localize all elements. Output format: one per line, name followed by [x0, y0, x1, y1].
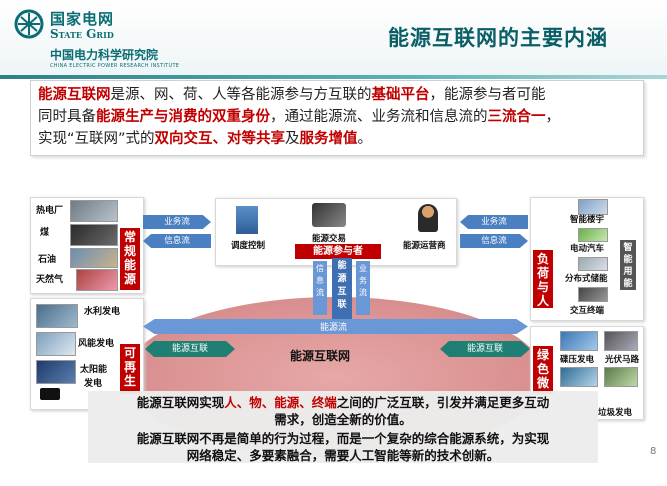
energy-flow-label: 能源流 [320, 323, 348, 333]
vertical-char: 联 [337, 300, 347, 310]
intro-text-run: ，通过能源流、业务流和信息流的 [270, 109, 488, 125]
energy-participant-label: 能源参与者 [295, 244, 381, 259]
summary-text-run: 能源互联网不再是简单的行为过程，而是一个复杂的综合能源系统，为实现 [136, 431, 550, 446]
micro-grid-photo [560, 367, 598, 387]
terminal-photo [578, 287, 608, 302]
summary-paragraph-1: 能源互联网实现人、物、能源、终端之间的广泛互联，引发并满足更多互动 需求，创造全… [92, 394, 594, 428]
brand-name: 国家电网 [50, 10, 115, 28]
load-item: 电动汽车 [570, 244, 605, 254]
institute-name: 中国电力科学研究院 [50, 48, 159, 62]
pressure-gen-photo [560, 331, 598, 351]
intro-text-run: 。 [357, 131, 373, 147]
vertical-char: 流 [359, 288, 367, 297]
title-divider [0, 75, 667, 79]
summary-box [88, 391, 598, 463]
business-flow-vertical: 业 务 流 [356, 261, 370, 315]
ev-photo [578, 228, 608, 242]
business-flow-arrow-right: 业务流 [460, 215, 528, 229]
load-item: 智能楼宇 [570, 215, 605, 225]
energy-internet-label: 能源互联网 [290, 349, 351, 363]
brand-name-en: State Grid [50, 27, 114, 41]
business-flow-arrow-left: 业务流 [143, 215, 211, 229]
interconnect-arrow-left: 能源互联 [145, 341, 235, 357]
intro-highlight: 基础平台 [371, 87, 430, 103]
intro-text-run: 实现“互联网”式的 [38, 131, 155, 147]
center-item: 能源运营商 [403, 241, 446, 251]
vertical-char: 源 [337, 274, 347, 284]
vertical-char: 互 [337, 287, 347, 297]
load-label: 负荷与人 [533, 250, 553, 308]
intro-text-run: 同时具备 [38, 109, 96, 125]
vertical-char: 务 [359, 276, 367, 285]
storage-photo [578, 257, 608, 271]
intro-text-run: ，能源参与者可能 [429, 87, 546, 103]
conventional-item: 煤 [40, 228, 50, 238]
institute-name-en: CHINA ELECTRIC POWER RESEARCH INSTITUTE [50, 63, 180, 69]
gas-photo [76, 269, 118, 291]
vertical-char: 息 [316, 276, 324, 285]
intro-text-run: 及 [285, 131, 300, 147]
load-item: 分布式储能 [565, 274, 608, 284]
energy-flow-bar [143, 319, 528, 334]
info-flow-vertical: 信 息 流 [313, 261, 327, 315]
info-flow-arrow-right: 信息流 [460, 234, 528, 248]
load-item: 交互终端 [570, 306, 605, 316]
conventional-item: 石油 [38, 255, 57, 265]
intro-text-run: 是源、网、荷、人等各能源参与方互联的 [110, 87, 372, 103]
conventional-item: 热电厂 [36, 206, 64, 216]
summary-text-run: 能源互联网实现 [136, 395, 225, 410]
oil-photo [70, 248, 118, 268]
intro-text: 能源互联网是源、网、荷、人等各能源参与方互联的基础平台，能源参与者可能 同时具备… [38, 84, 638, 150]
operator-person-icon [418, 204, 438, 232]
header-bar [0, 0, 667, 76]
conventional-energy-label: 常规能源 [120, 228, 140, 290]
intro-text-run: ， [545, 109, 561, 125]
green-micro-label: 绿色微 [533, 346, 553, 394]
intro-highlight: 能源生产与消费的双重身份 [96, 109, 270, 125]
conventional-item: 天然气 [36, 275, 64, 285]
energy-network-vertical: 能 源 互 联 [332, 258, 352, 320]
summary-paragraph-2: 能源互联网不再是简单的行为过程，而是一个复杂的综合能源系统，为实现 网络稳定、多… [92, 430, 594, 464]
trading-computer-icon [312, 203, 346, 227]
renewable-item: 风能发电 [78, 339, 115, 349]
center-item: 调度控制 [231, 241, 266, 251]
renewable-energy-label: 可再生 [120, 344, 140, 394]
center-item: 能源交易 [312, 234, 347, 244]
summary-text-run: 之间的广泛互联，引发并满足更多互动 [336, 395, 550, 410]
vertical-char: 流 [316, 288, 324, 297]
page-number: 8 [650, 446, 657, 457]
page-title: 能源互联网的主要内涵 [388, 26, 608, 50]
solar-photo [36, 360, 76, 384]
info-flow-arrow-left: 信息流 [143, 234, 211, 248]
battery-icon [40, 388, 60, 400]
green-item: 碟压发电 [560, 355, 595, 365]
building-icon [236, 206, 258, 234]
renewable-item: 水利发电 [84, 307, 121, 317]
vertical-char: 能 [337, 261, 347, 271]
wind-photo [36, 332, 76, 356]
intro-term: 能源互联网 [38, 87, 111, 103]
interconnect-arrow-right: 能源互联 [440, 341, 530, 357]
intro-box [30, 80, 644, 156]
renewable-item: 太阳能 [80, 365, 108, 375]
vertical-char: 信 [316, 264, 324, 273]
summary-text-run: 需求，创造全新的价值。 [274, 412, 412, 427]
intro-highlight: 双向交互、对等共享 [154, 131, 286, 147]
smart-building-photo [578, 199, 608, 215]
smart-usage-label: 智能用能 [620, 240, 636, 290]
green-item: 光伏马路 [605, 355, 640, 365]
renewable-item: 发电 [84, 379, 103, 389]
green-item: 垃圾发电 [598, 408, 633, 418]
hydro-photo [36, 304, 78, 328]
summary-highlight: 人、物、能源、终端 [224, 395, 337, 410]
power-plant-photo [70, 200, 118, 222]
state-grid-logo-icon [14, 9, 44, 39]
intro-highlight: 三流合一 [487, 109, 546, 125]
summary-text-run: 网络稳定、多要素融合，需要人工智能等新的技术创新。 [186, 448, 500, 463]
intro-highlight: 服务增值 [299, 131, 358, 147]
pv-road-photo [604, 331, 638, 351]
waste-gen-photo [604, 367, 638, 387]
coal-photo [70, 224, 118, 246]
vertical-char: 业 [359, 264, 367, 273]
